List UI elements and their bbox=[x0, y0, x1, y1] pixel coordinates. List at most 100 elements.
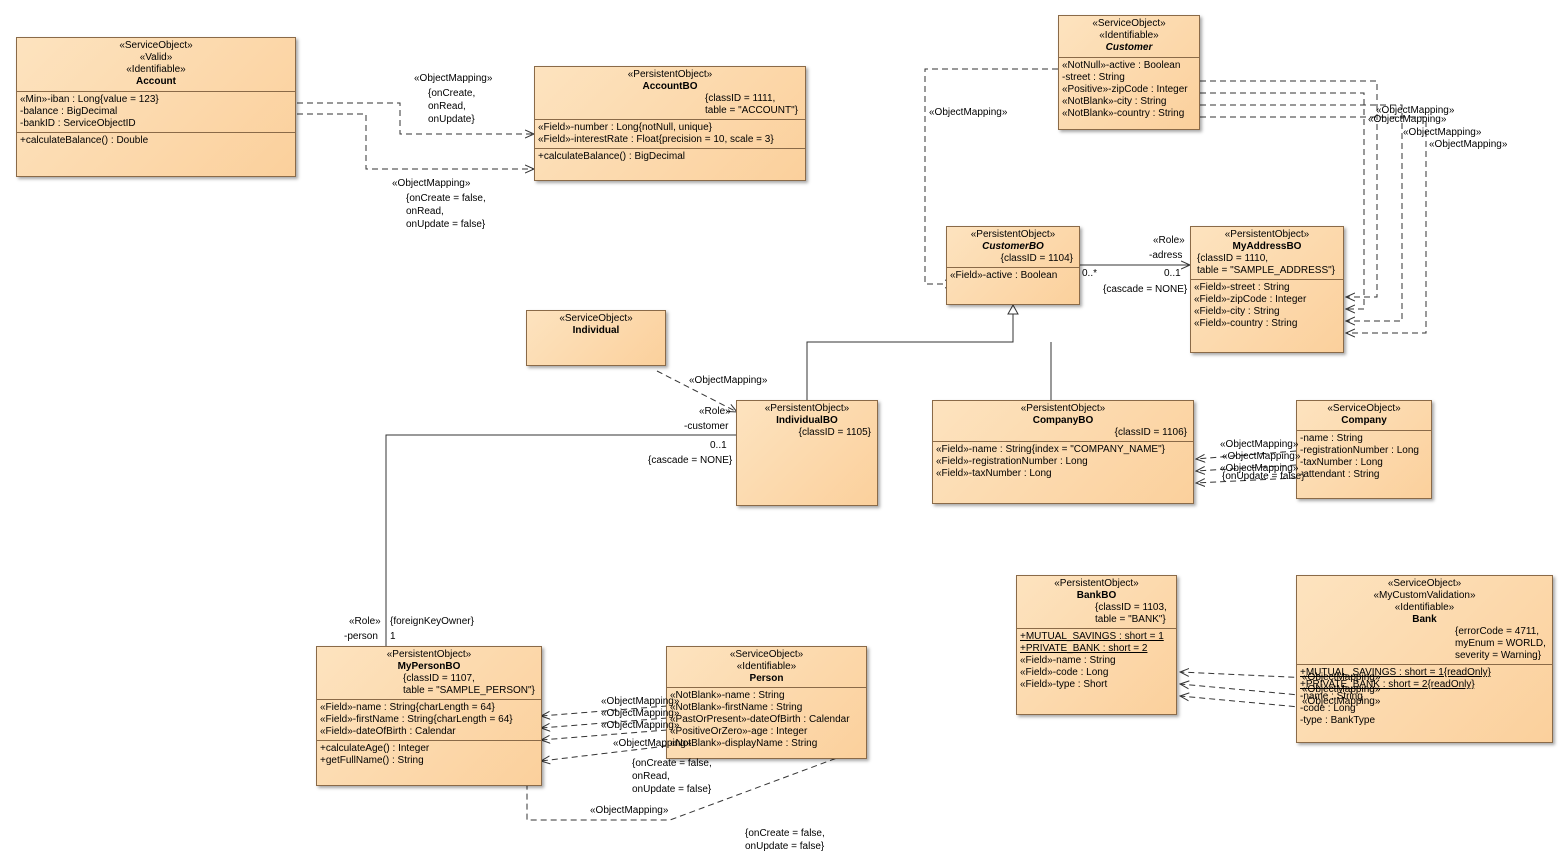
mapping-label: «ObjectMapping» bbox=[929, 107, 1008, 118]
attribute: «Field»-street : String bbox=[1194, 282, 1290, 293]
class-customer[interactable]: «ServiceObject» «Identifiable» Customer … bbox=[1058, 15, 1200, 130]
stereotype: «PersistentObject» bbox=[627, 69, 713, 80]
attribute: «Field»-dateOfBirth : Calendar bbox=[320, 726, 456, 737]
stereotype: «ServiceObject» bbox=[729, 649, 804, 660]
mapping-label: «ObjectMapping» bbox=[1368, 114, 1447, 125]
mapping-tag: {onCreate, bbox=[428, 88, 476, 99]
class-company[interactable]: «ServiceObject» Company -name : String -… bbox=[1296, 400, 1432, 499]
mapping-customer-active bbox=[924, 68, 1058, 284]
class-person[interactable]: «ServiceObject» «Identifiable» Person «N… bbox=[666, 646, 867, 759]
role-stereotype: «Role» bbox=[349, 616, 381, 627]
mapping-person-age bbox=[541, 745, 668, 761]
attribute: -street : String bbox=[1062, 72, 1125, 83]
class-bank-bo[interactable]: «PersistentObject» BankBO {classID = 110… bbox=[1016, 575, 1177, 715]
role-stereotype: «Role» bbox=[1153, 235, 1185, 246]
class-name: Company bbox=[1341, 415, 1387, 426]
attribute: «Positive»-zipCode : Integer bbox=[1062, 84, 1188, 95]
attribute: «Field»-taxNumber : Long bbox=[936, 468, 1052, 479]
mapping-individual bbox=[656, 370, 737, 412]
attribute: «Field»-city : String bbox=[1194, 306, 1280, 317]
mapping-label: «ObjectMapping» bbox=[1302, 684, 1381, 695]
attribute: «NotNull»-active : Boolean bbox=[1062, 60, 1181, 71]
mapping-label: «ObjectMapping» bbox=[392, 178, 471, 189]
stereotype: «PersistentObject» bbox=[1020, 403, 1106, 414]
class-customer-bo[interactable]: «PersistentObject» CustomerBO {classID =… bbox=[946, 226, 1080, 305]
class-account[interactable]: «ServiceObject» «Valid» «Identifiable» A… bbox=[16, 37, 296, 177]
class-account-bo[interactable]: «PersistentObject» AccountBO {classID = … bbox=[534, 66, 806, 181]
tagged-value: {classID = 1111, bbox=[705, 93, 776, 104]
class-company-bo[interactable]: «PersistentObject» CompanyBO {classID = … bbox=[932, 400, 1194, 504]
mapping-label: «ObjectMapping» bbox=[601, 720, 680, 731]
tagged-value: {classID = 1110, bbox=[1197, 253, 1269, 264]
attribute: «PositiveOrZero»-age : Integer bbox=[670, 726, 808, 737]
tagged-value: {classID = 1106} bbox=[1114, 427, 1187, 438]
association-tag: {cascade = NONE} bbox=[648, 455, 733, 466]
attribute: «Field»-active : Boolean bbox=[950, 270, 1058, 281]
mapping-label: «ObjectMapping» bbox=[613, 738, 692, 749]
attribute: «Field»-number : Long{notNull, unique} bbox=[538, 122, 713, 133]
class-name: IndividualBO bbox=[776, 415, 838, 426]
mapping-label: «ObjectMapping» bbox=[1220, 439, 1299, 450]
class-name: MyPersonBO bbox=[397, 661, 461, 672]
stereotype: «ServiceObject» bbox=[1327, 403, 1401, 414]
mapping-label: «ObjectMapping» bbox=[1220, 463, 1299, 474]
attribute: -name : String bbox=[1300, 691, 1363, 702]
tagged-value: {classID = 1107, bbox=[403, 673, 475, 684]
stereotype: «ServiceObject» bbox=[559, 313, 633, 324]
attribute: -registrationNumber : Long bbox=[1300, 445, 1419, 456]
stereotype: «Identifiable» bbox=[1099, 30, 1159, 41]
mapping-company-name bbox=[1196, 450, 1297, 459]
attribute: «Field»-interestRate : Float{precision =… bbox=[538, 134, 774, 145]
class-name: BankBO bbox=[1076, 590, 1117, 601]
tagged-value: table = "SAMPLE_ADDRESS"} bbox=[1197, 265, 1335, 276]
mapping-customer-country bbox=[1200, 116, 1427, 333]
multiplicity: 0..1 bbox=[710, 440, 727, 451]
attribute: «Field»-firstName : String{charLength = … bbox=[320, 714, 513, 725]
tagged-value: severity = Warning} bbox=[1455, 650, 1542, 661]
stereotype: «PersistentObject» bbox=[1054, 578, 1139, 589]
stereotype: «PersistentObject» bbox=[970, 229, 1056, 240]
class-name: Customer bbox=[1105, 42, 1153, 53]
attribute: «Field»-registrationNumber : Long bbox=[936, 456, 1088, 467]
stereotype: «PersistentObject» bbox=[1224, 229, 1310, 240]
attribute: «Field»-type : Short bbox=[1020, 679, 1108, 690]
mapping-person-dob bbox=[541, 729, 668, 740]
class-name: Bank bbox=[1412, 614, 1437, 625]
attribute: -taxNumber : Long bbox=[1300, 457, 1383, 468]
mapping-tag: {onCreate = false, bbox=[745, 828, 825, 839]
class-name: CustomerBO bbox=[982, 241, 1044, 252]
attribute: -bankID : ServiceObjectID bbox=[20, 118, 136, 129]
class-individual[interactable]: «ServiceObject» Individual bbox=[526, 310, 666, 366]
class-name: CompanyBO bbox=[1032, 415, 1094, 426]
tagged-value: table = "ACCOUNT"} bbox=[705, 105, 798, 116]
mapping-tag: onRead, bbox=[632, 771, 670, 782]
static-attribute: +PRIVATE_BANK : short = 2{readOnly} bbox=[1300, 679, 1475, 690]
attribute: «PastOrPresent»-dateOfBirth : Calendar bbox=[670, 714, 850, 725]
generalization-individual bbox=[806, 314, 1014, 400]
mapping-tag: onRead, bbox=[406, 206, 444, 217]
class-bank[interactable]: «ServiceObject» «MyCustomValidation» «Id… bbox=[1296, 575, 1553, 743]
operation: +getFullName() : String bbox=[320, 755, 424, 766]
attribute: -code : Long bbox=[1300, 703, 1356, 714]
class-individual-bo[interactable]: «PersistentObject» IndividualBO {classID… bbox=[736, 400, 878, 506]
class-my-person-bo[interactable]: «PersistentObject» MyPersonBO {classID =… bbox=[316, 646, 542, 786]
mapping-tag: {onUpdate = false} bbox=[1222, 471, 1305, 482]
attribute: «NotBlank»-displayName : String bbox=[670, 738, 818, 749]
attribute: -name : String bbox=[1300, 433, 1363, 444]
mapping-customer-zip bbox=[1200, 92, 1365, 309]
role-name: -adress bbox=[1149, 250, 1183, 261]
class-my-address-bo[interactable]: «PersistentObject» MyAddressBO {classID … bbox=[1190, 226, 1344, 353]
operation: +calculateAge() : Integer bbox=[320, 743, 430, 754]
attribute: «Field»-zipCode : Integer bbox=[1194, 294, 1307, 305]
mapping-label: «ObjectMapping» bbox=[1376, 105, 1455, 116]
attribute: «Min»-iban : Long{value = 123} bbox=[20, 94, 159, 105]
mapping-tag: onUpdate} bbox=[428, 114, 475, 125]
static-attribute: +MUTUAL_SAVINGS : short = 1 bbox=[1020, 631, 1164, 642]
attribute: «Field»-name : String bbox=[1020, 655, 1116, 666]
stereotype: «Identifiable» bbox=[736, 661, 797, 672]
attribute: «NotBlank»-country : String bbox=[1062, 108, 1185, 119]
stereotype: «Identifiable» bbox=[1394, 602, 1455, 613]
attribute: «Field»-code : Long bbox=[1020, 667, 1109, 678]
mapping-label: «ObjectMapping» bbox=[1302, 672, 1381, 683]
